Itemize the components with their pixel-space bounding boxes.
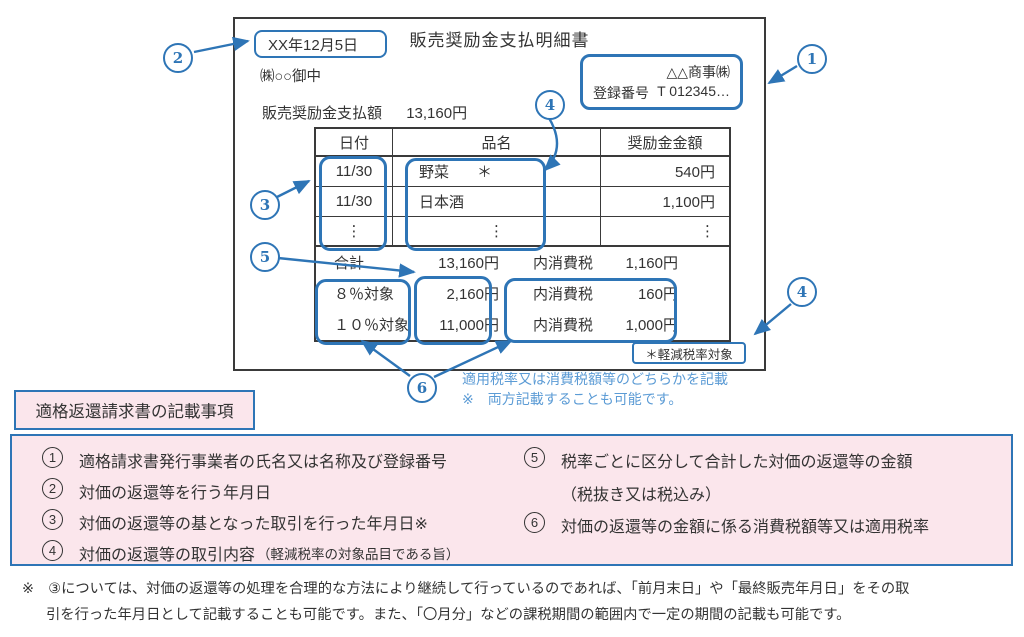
issuer-name: △△商事㈱ <box>666 64 730 80</box>
legend-item-5: 5 税率ごとに区分して合計した対価の返還等の金額 <box>524 447 913 472</box>
header-date: 日付 <box>314 127 393 157</box>
callout-number-5: 5 <box>250 242 280 272</box>
callout-number-4-right: 4 <box>787 277 817 307</box>
legend-text-2: 対価の返還等を行う年月日 <box>79 485 272 502</box>
summary-8pct-line: ８％対象 2,160円 内消費税 160円 <box>316 278 729 309</box>
callout-number-2: 2 <box>163 43 193 73</box>
legend-number-5: 5 <box>524 447 545 468</box>
table-row: 11/30 日本酒 1,100円 <box>314 185 731 217</box>
registration-label: 登録番号 <box>593 85 649 101</box>
header-item: 品名 <box>392 127 601 157</box>
summary-amount: 11,000円 <box>439 317 499 334</box>
item-name: 日本酒 <box>419 193 465 211</box>
legend-item-2: 2 対価の返還等を行う年月日 <box>42 478 272 503</box>
header-amount: 奨励金金額 <box>600 127 731 157</box>
issuer-highlight-box: △△商事㈱ 登録番号 T 012345… <box>580 54 743 110</box>
legend-text-3: 対価の返還等の基となった取引を行った年月日※ <box>79 516 428 533</box>
arrow-1-to-issuer <box>767 64 798 85</box>
legend-text-4: 対価の返還等の取引内容 <box>79 547 256 564</box>
legend-item-3: 3 対価の返還等の基となった取引を行った年月日※ <box>42 509 428 534</box>
legend-number-4: 4 <box>42 540 63 561</box>
document-title: 販売奨励金支払明細書 <box>409 31 590 50</box>
incentive-table: 日付 品名 奨励金金額 11/30 野菜 ＊ 540円 11/30 日本酒 1,1… <box>314 127 731 342</box>
cell-amount: 540円 <box>600 155 731 187</box>
total-payment-value: 13,160円 <box>406 105 468 122</box>
summary-10pct-line: １０％対象 11,000円 内消費税 1,000円 <box>316 309 729 340</box>
addressee: ㈱○○御中 <box>260 69 322 85</box>
cell-amount: 1,100円 <box>600 185 731 217</box>
summary-label: １０％対象 <box>334 317 410 334</box>
legend-text-5: 税率ごとに区分して合計した対価の返還等の金額 <box>561 454 913 471</box>
legend-number-6: 6 <box>524 512 545 533</box>
item-name: 野菜 <box>419 163 450 181</box>
summary-tax-amount: 1,000円 <box>625 317 678 334</box>
registration-number: T 012345… <box>657 83 730 99</box>
summary-label: ８％対象 <box>334 286 395 303</box>
legend-panel: 1 適格請求書発行事業者の氏名又は名称及び登録番号 2 対価の返還等を行う年月日… <box>10 434 1013 566</box>
cell-date: 11/30 <box>314 185 393 217</box>
footnote-line1: ※ ③については、対価の返還等の処理を合理的な方法により継続して行っているのであ… <box>22 581 910 597</box>
highlight-tax-rate-labels <box>315 279 411 345</box>
legend-note-4: （軽減税率の対象品目である旨） <box>257 547 460 562</box>
highlight-item-column <box>405 158 546 251</box>
table-header-row: 日付 品名 奨励金金額 <box>314 127 731 157</box>
registration-row: 登録番号 T 012345… <box>593 83 730 103</box>
total-payment-line: 販売奨励金支払額 13,160円 <box>262 102 467 123</box>
reduced-tax-mark: ＊ <box>477 163 493 181</box>
callout-number-4-top: 4 <box>535 90 565 120</box>
cell-amount: ⋮ <box>600 215 731 247</box>
legend-item-1: 1 適格請求書発行事業者の氏名又は名称及び登録番号 <box>42 447 448 472</box>
total-payment-label: 販売奨励金支払額 <box>262 105 383 122</box>
legend-number-2: 2 <box>42 478 63 499</box>
callout-6-note-line1: 適用税率又は消費税額等のどちらかを記載 <box>462 371 728 387</box>
callout-number-3: 3 <box>250 190 280 220</box>
callout-number-1: 1 <box>797 44 827 74</box>
summary-tax-label: 内消費税 <box>533 255 594 272</box>
legend-text-6: 対価の返還等の金額に係る消費税額等又は適用税率 <box>561 519 930 536</box>
summary-tax-amount: 1,160円 <box>625 255 678 272</box>
legend-heading-box: 適格返還請求書の記載事項 <box>14 390 255 430</box>
summary-tax-amount: 160円 <box>637 286 678 303</box>
table-row-ellipsis: ⋮ ⋮ ⋮ <box>314 215 731 247</box>
summary-label: 合計 <box>334 255 365 272</box>
issue-date-highlight-box: XX年12月5日 <box>254 30 387 58</box>
legend-number-1: 1 <box>42 447 63 468</box>
callout-number-6: 6 <box>407 373 437 403</box>
issue-date: XX年12月5日 <box>268 36 359 54</box>
summary-total-line: 合計 13,160円 内消費税 1,160円 <box>316 247 729 278</box>
summary-tax-label: 内消費税 <box>533 286 594 303</box>
legend-item-6: 6 対価の返還等の金額に係る消費税額等又は適用税率 <box>524 512 930 537</box>
highlight-rate-amounts <box>414 276 492 345</box>
sample-document: 販売奨励金支払明細書 XX年12月5日 ㈱○○御中 △△商事㈱ 登録番号 T 0… <box>233 17 766 371</box>
legend-text-5-continued: （税抜き又は税込み） <box>561 487 722 504</box>
summary-tax-label: 内消費税 <box>533 317 594 334</box>
footnote-line2: 引を行った年月日として記載することも可能です。また、「〇月分」などの課税期間の範… <box>46 607 851 623</box>
legend-text-1: 適格請求書発行事業者の氏名又は名称及び登録番号 <box>79 454 448 471</box>
legend-number-3: 3 <box>42 509 63 530</box>
callout-6-note-line2: ※ 両方記載することも可能です。 <box>462 391 683 407</box>
summary-amount: 13,160円 <box>438 255 499 272</box>
legend-item-4: 4 対価の返還等の取引内容 （軽減税率の対象品目である旨） <box>42 540 460 565</box>
highlight-date-column <box>319 156 387 251</box>
summary-amount: 2,160円 <box>446 286 499 303</box>
reduced-tax-note-box: ＊軽減税率対象 <box>632 342 746 364</box>
callout-6-note: 適用税率又は消費税額等のどちらかを記載 ※ 両方記載することも可能です。 <box>462 369 728 409</box>
highlight-consumption-tax <box>504 278 677 343</box>
